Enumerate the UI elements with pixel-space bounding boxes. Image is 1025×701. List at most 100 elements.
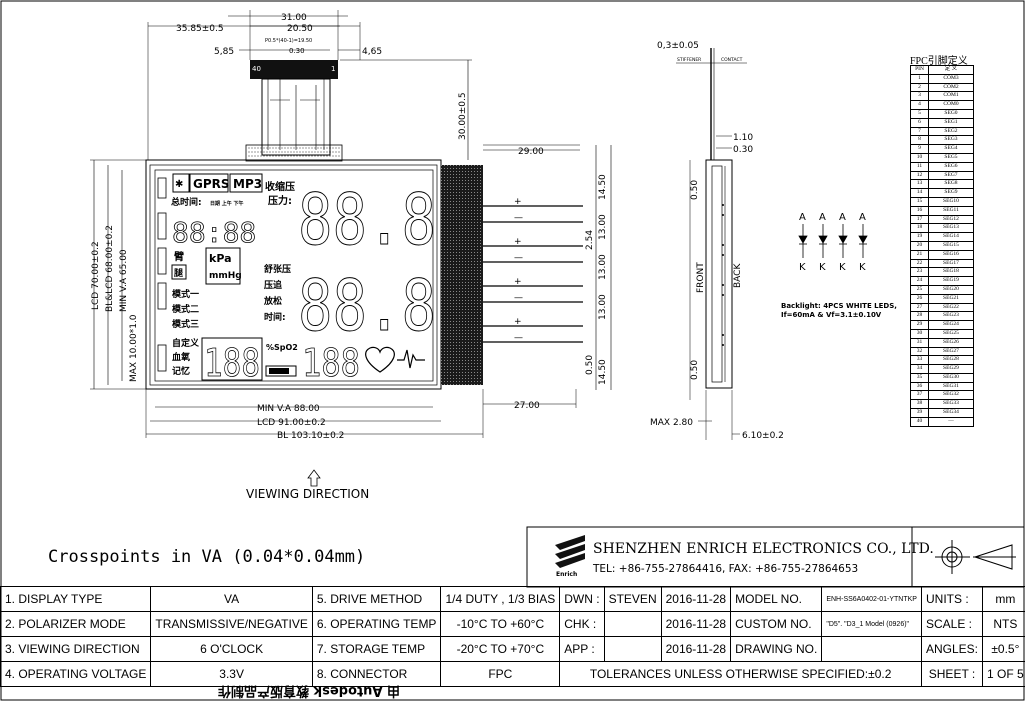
pin-number: 10 <box>910 152 929 163</box>
lcd-clock: 88:88 <box>172 216 256 249</box>
pin-function: SEG27 <box>928 346 974 357</box>
lcd-dia-label-3: 放松 <box>263 295 282 307</box>
led-a-3: A <box>839 212 846 223</box>
pin-function: SEG18 <box>928 267 974 278</box>
heart-icon <box>365 346 395 373</box>
pin-number: 32 <box>910 346 929 357</box>
pin-function: SEG32 <box>928 390 974 401</box>
company-logo-icon <box>555 535 585 568</box>
spec-cell: CHK : <box>559 611 605 637</box>
pin-number: 20 <box>910 240 929 251</box>
side-stiffener: STIFFENER <box>677 57 701 63</box>
dim-35-85: 35.85±0.5 <box>176 24 224 34</box>
side-dim-030: 0.30 <box>733 145 753 155</box>
lcd-outline <box>145 159 483 390</box>
lcd-mode2: 模式二 <box>172 303 199 315</box>
spec-cell: MODEL NO. <box>730 586 823 612</box>
dim-29: 29.00 <box>518 147 544 157</box>
pin-function: — <box>928 416 974 427</box>
pin-number: 2 <box>910 82 929 93</box>
lcd-big-digits-2: 88.8 <box>298 265 436 347</box>
lcd-dia-label-4: 时间: <box>264 311 286 323</box>
spec-cell: 7. STORAGE TEMP <box>311 636 442 662</box>
viewing-direction: VIEWING DIRECTION <box>246 487 369 501</box>
pin-number: 36 <box>910 381 929 392</box>
side-front: FRONT <box>696 262 706 293</box>
lcd-dia-label-2: 压追 <box>264 279 283 291</box>
bluetooth-icon: ✱ <box>175 179 183 190</box>
led-a-2: A <box>819 212 826 223</box>
spec-cell: DRAWING NO. <box>730 636 823 662</box>
spec-cell: SCALE : <box>920 611 984 637</box>
spec-cell: mm <box>982 586 1025 612</box>
pin-number: 22 <box>910 258 929 269</box>
lcd-time-label: 总时间: <box>171 196 202 208</box>
spec-cell: 3.3V <box>150 661 313 687</box>
pin-number: 24 <box>910 276 929 286</box>
projection-symbol-icon <box>935 540 1016 574</box>
side-back: BACK <box>733 263 743 288</box>
pin-number: 23 <box>910 267 929 278</box>
bottom-dimensions: MIN V.A 88.00 LCD 91.00±0.2 BL 103.10±0.… <box>145 389 484 501</box>
pin-function: SEG29 <box>928 364 974 374</box>
spec-cell: 8. CONNECTOR <box>311 661 442 687</box>
pin-number: 33 <box>910 355 929 366</box>
pulse-icon <box>397 349 425 369</box>
dim-minva65: MIN V.A 65.00 <box>119 249 129 312</box>
spec-cell: TRANSMISSIVE/NEGATIVE <box>150 611 313 637</box>
minus-2: — <box>514 253 523 263</box>
pin-function: SEG19 <box>928 276 974 286</box>
table-row: 40— <box>910 416 974 427</box>
spec-cell: VA <box>150 586 313 612</box>
spec-cell: UNITS : <box>920 586 984 612</box>
spec-cell: 6 O'CLOCK <box>150 636 313 662</box>
dim-27: 27.00 <box>514 401 540 411</box>
led-k-2: K <box>819 262 826 273</box>
lcd-sys-label-1: 收缩压 <box>265 180 295 193</box>
backlight-note-2: If=60mA & Vf=3.1±0.10V <box>781 311 882 319</box>
spec-cell: 2016-11-28 <box>660 611 732 637</box>
side-dim-610: 6.10±0.2 <box>742 431 784 441</box>
pin-number: 8 <box>910 135 929 146</box>
spec-cell: ANGLES: <box>920 636 984 662</box>
pin-function: SEG11 <box>928 205 974 216</box>
dim-minva88: MIN V.A 88.00 <box>257 404 320 414</box>
spec-cell: CUSTOM NO. <box>730 611 823 637</box>
lcd-big-digits-1: 88.8 <box>298 179 436 261</box>
watermark: 由 Autodesk 教育版产品制作 <box>218 683 400 699</box>
pin1-label: 1 <box>331 65 335 73</box>
dim-14-50b: 14.50 <box>598 359 608 385</box>
dim-20-50: 20.50 <box>287 24 313 34</box>
left-dimensions: LCD 70.00±0.2 BL&LCD 68.00±0.2 MIN V.A 6… <box>90 159 146 390</box>
pin-number: 27 <box>910 302 929 313</box>
pin-function: SEG17 <box>928 258 974 269</box>
led-a-4: A <box>859 212 866 223</box>
spec-cell: NTS <box>982 611 1025 637</box>
lcd-mmhg: mmHg <box>209 271 242 281</box>
pin-function: SEG34 <box>928 408 974 418</box>
spec-cell <box>603 636 662 662</box>
pin-function: SEG23 <box>928 311 974 322</box>
pin-number: 12 <box>910 170 929 181</box>
plus-4: + <box>514 317 522 327</box>
pin-function: SEG2 <box>928 126 974 137</box>
lcd-mode3: 模式三 <box>172 318 199 330</box>
dim-585: 5,85 <box>214 47 234 57</box>
backlight-note-1: Backlight: 4PCS WHITE LEDS, <box>781 302 897 310</box>
